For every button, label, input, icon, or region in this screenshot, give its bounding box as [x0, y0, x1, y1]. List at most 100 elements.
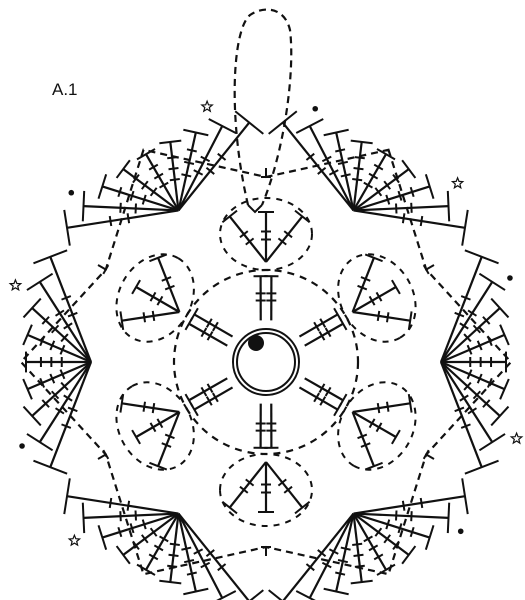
stitch-crossbar — [353, 167, 364, 171]
stitch-top-bar — [221, 500, 238, 515]
stitch-crossbar — [397, 190, 403, 201]
hanging-loop — [233, 8, 293, 206]
petal-stitch — [352, 411, 401, 445]
sc-stem — [97, 453, 107, 460]
stitch-post — [440, 333, 505, 364]
fan-stitch — [33, 361, 93, 475]
stitch-crossbar — [149, 527, 158, 537]
petal-stitch — [119, 393, 180, 414]
stitch-post — [188, 322, 228, 347]
stitch-top-bar — [22, 378, 33, 400]
stitch-post — [66, 209, 179, 229]
stitch-top-bar — [268, 110, 298, 135]
fan-stitch — [352, 512, 417, 565]
stitch-crossbar — [454, 406, 465, 413]
fan-stitch — [352, 148, 396, 211]
stitch-crossbar — [353, 553, 364, 557]
stitch-crossbar — [409, 526, 415, 538]
stitch-top-bar — [323, 128, 349, 137]
magic-ring-outer — [232, 328, 300, 396]
stitch-post — [38, 361, 92, 443]
dot-symbol — [312, 105, 319, 112]
stitch-post — [157, 411, 181, 467]
stitch-crossbar — [117, 186, 123, 198]
stitch-crossbar — [419, 215, 424, 227]
stitch-post — [352, 513, 363, 583]
fan-stitch — [177, 513, 209, 596]
stitch-post — [439, 361, 483, 468]
stitch-crossbar — [151, 403, 156, 414]
stitch-post — [353, 495, 466, 515]
stitch-top-bar — [184, 393, 194, 407]
stitch-crossbar — [283, 230, 293, 239]
fan-stitch — [440, 272, 506, 363]
stitch-post — [193, 386, 234, 411]
stitch-crossbar — [368, 172, 379, 180]
stitch-crossbar — [148, 163, 159, 171]
stitch-top-bar — [26, 433, 54, 452]
stitch-crossbar — [181, 546, 192, 551]
stitch-top-bar — [401, 159, 417, 179]
stitch-top-bar — [478, 433, 506, 452]
stitch-crossbar — [148, 553, 159, 561]
picot-star-symbol — [509, 431, 524, 445]
stitch-top-bar — [376, 148, 396, 161]
stitch-post — [31, 307, 92, 363]
stitch-post — [228, 461, 267, 509]
stitch-crossbar — [324, 386, 332, 397]
petal-stitch — [149, 411, 181, 471]
stitch-crossbar — [169, 178, 180, 182]
stitch-post — [49, 361, 93, 468]
stitch-crossbar — [459, 394, 469, 402]
stitch-crossbar — [54, 309, 65, 317]
stitch-crossbar — [467, 309, 478, 317]
stitch-top-bar — [97, 525, 108, 551]
single-crochet-symbol — [261, 168, 271, 178]
stitch-post — [121, 310, 180, 322]
stitch-post — [353, 185, 431, 212]
stitch-crossbar — [49, 340, 56, 351]
stitch-post — [121, 402, 180, 414]
stitch-crossbar — [164, 284, 175, 291]
stitch-crossbar — [321, 155, 332, 163]
stitch-crossbar — [49, 373, 56, 384]
stitch-crossbar — [132, 173, 140, 184]
stitch-post — [145, 153, 180, 211]
petal-stitch — [221, 461, 267, 515]
stitch-crossbar — [153, 172, 164, 180]
stitch-crossbar — [142, 401, 147, 412]
stitch-top-bar — [81, 502, 86, 534]
stitch-crossbar — [454, 311, 465, 318]
stitch-crossbar — [132, 540, 140, 551]
stitch-top-bar — [295, 118, 324, 134]
stitch-crossbar — [360, 276, 371, 282]
stitch-crossbar — [472, 324, 482, 334]
stitch-post — [66, 495, 179, 515]
stitch-top-bar — [183, 128, 209, 137]
stitch-crossbar — [486, 377, 493, 388]
stitch-crossbar — [463, 381, 472, 391]
fan-stitch — [353, 173, 435, 212]
stitch-crossbar — [313, 392, 321, 403]
fan-stitch — [33, 249, 93, 363]
petal-stitch — [149, 253, 181, 313]
fan-stitch — [22, 324, 92, 364]
stitch-crossbar — [161, 276, 172, 282]
stitch-crossbar — [352, 178, 363, 182]
fan-stitch — [353, 478, 469, 515]
stitch-post — [440, 360, 505, 391]
stitch-top-bar — [22, 297, 42, 319]
stitch-top-bar — [295, 590, 316, 600]
stitch-post — [352, 168, 410, 212]
stitch-top-bar — [234, 110, 264, 135]
stitch-crossbar — [317, 549, 327, 558]
stitch-post — [228, 215, 267, 263]
stitch-crossbar — [156, 295, 164, 306]
stitch-post — [335, 132, 355, 211]
fan-stitch — [26, 272, 92, 363]
stitch-crossbar — [59, 369, 66, 380]
fan-stitch — [81, 190, 179, 222]
stitch-top-bar — [424, 173, 435, 199]
stitch-post — [145, 513, 180, 571]
stitch-crossbar — [211, 392, 219, 403]
